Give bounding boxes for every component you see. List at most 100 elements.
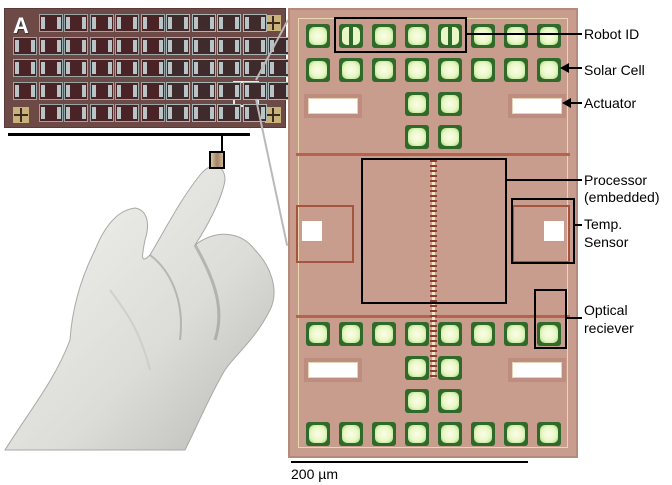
- solar-cell-pad: [537, 322, 561, 346]
- wafer-die: [13, 36, 37, 55]
- wafer-die: [242, 36, 267, 55]
- temp-sensor-left: [296, 205, 354, 263]
- wafer-die: [166, 36, 190, 55]
- label-temp: Temp.: [584, 216, 623, 232]
- robot-id-pad: [438, 24, 462, 48]
- wafer-die: [38, 14, 63, 32]
- label-sensor: Sensor: [584, 234, 629, 250]
- wafer-die: [242, 81, 267, 100]
- wafer-die: [191, 59, 216, 77]
- label-receiver: reciever: [584, 320, 634, 336]
- fiducial-marker: [265, 15, 281, 31]
- wafer-die: [217, 104, 241, 122]
- sensor-window: [302, 221, 322, 241]
- solar-cell-pad: [372, 24, 396, 48]
- label-robot-id: Robot ID: [584, 26, 640, 42]
- solar-cell-pad: [504, 24, 528, 48]
- panel-letter: A: [13, 13, 29, 38]
- wafer-die: [217, 14, 241, 32]
- solar-cell-pad: [471, 422, 495, 446]
- wafer-die: [217, 59, 241, 77]
- solar-cell-pad: [438, 389, 462, 413]
- solar-cell-pad: [504, 422, 528, 446]
- solar-cell-pad: [339, 322, 363, 346]
- solar-cell-pad: [372, 422, 396, 446]
- wafer-die: [64, 36, 88, 55]
- solar-cell-pad: [372, 322, 396, 346]
- solar-cell-pad: [405, 24, 429, 48]
- robot-id-leader: [467, 33, 582, 35]
- wafer-die: [217, 36, 241, 55]
- wafer-die: [64, 104, 88, 122]
- solar-cell-pad: [504, 58, 528, 82]
- wafer-die: [140, 36, 165, 55]
- wafer-die: [166, 81, 190, 100]
- fiducial-marker: [13, 107, 29, 123]
- solar-cell-pad: [405, 58, 429, 82]
- actuator-window: [512, 98, 562, 114]
- solar-cell-pad: [471, 58, 495, 82]
- chip-on-fingertip: [209, 151, 225, 169]
- label-solar-cell: Solar Cell: [584, 62, 645, 78]
- solar-cell-pad: [438, 92, 462, 116]
- wafer-die: [166, 104, 190, 122]
- sensor-window: [544, 221, 564, 241]
- gloved-hand-image: [4, 165, 275, 451]
- actuator-window: [512, 362, 562, 378]
- wafer-die: [89, 59, 114, 77]
- solar-cell-pad: [306, 322, 330, 346]
- wafer-die: [242, 104, 267, 122]
- solar-cell-pad: [471, 24, 495, 48]
- wafer-die: [191, 104, 216, 122]
- actuator-arrow: [562, 98, 571, 108]
- wafer-die: [191, 36, 216, 55]
- solar-cell-pad: [471, 322, 495, 346]
- actuator-window: [308, 98, 358, 114]
- wafer-die: [89, 36, 114, 55]
- solar-cell-pad: [339, 58, 363, 82]
- solar-cell-pad: [339, 422, 363, 446]
- solar-cell-pad: [405, 322, 429, 346]
- wafer-die: [38, 36, 63, 55]
- robot-id-highlight: [334, 17, 467, 53]
- actuator-window: [308, 362, 358, 378]
- processor-leader: [507, 179, 582, 181]
- solar-cell-pad: [537, 58, 561, 82]
- wafer-scale-line: [8, 133, 250, 136]
- solar-cell-arrow: [560, 63, 569, 73]
- wafer-die: [115, 59, 139, 77]
- temp-sensor-highlight: [511, 198, 575, 264]
- solar-cell-pad: [537, 24, 561, 48]
- robot-id-pad: [339, 24, 363, 48]
- wafer-die: [13, 81, 37, 100]
- wafer-die: [217, 81, 241, 100]
- wafer-die: [38, 59, 63, 77]
- temp-sensor-leader: [575, 224, 582, 226]
- wafer-die: [89, 14, 114, 32]
- wafer-die: [13, 59, 37, 77]
- wafer-die: [242, 14, 267, 32]
- solar-cell-pad: [537, 422, 561, 446]
- solar-cell-pad: [438, 422, 462, 446]
- wafer-die: [166, 59, 190, 77]
- solar-cell-pad: [438, 356, 462, 380]
- wafer-die: [38, 81, 63, 100]
- wafer-scale-tick: [221, 133, 223, 151]
- wafer-die: [64, 14, 88, 32]
- wafer-die: [191, 14, 216, 32]
- optical-receiver-highlight: [534, 289, 567, 349]
- solar-cell-leader: [568, 67, 582, 69]
- wafer-die: [140, 81, 165, 100]
- solar-cell-pad: [405, 356, 429, 380]
- wafer-die: [191, 81, 216, 100]
- solar-cell-pad: [405, 422, 429, 446]
- solar-cell-pad: [438, 125, 462, 149]
- wafer-die: [64, 59, 88, 77]
- solar-cell-pad: [405, 389, 429, 413]
- fiducial-marker: [265, 107, 281, 123]
- processor-highlight: [361, 158, 507, 304]
- label-actuator: Actuator: [584, 95, 637, 111]
- label-processor: Processor: [584, 172, 648, 188]
- wafer-die: [89, 104, 114, 122]
- wafer-die: [115, 104, 139, 122]
